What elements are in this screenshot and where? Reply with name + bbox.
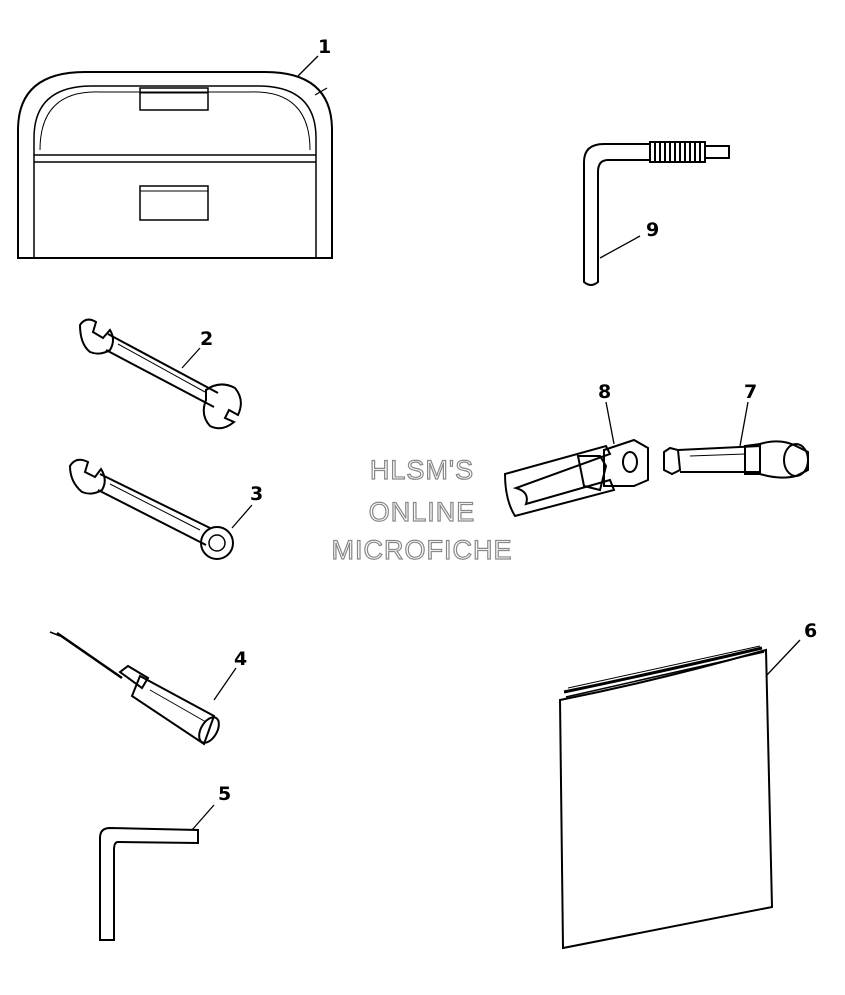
- callout-3: 3: [250, 483, 263, 505]
- callout-3-leader: [231, 504, 253, 529]
- callout-6-leader: [765, 639, 801, 677]
- watermark-line-3: MICROFICHE: [331, 534, 513, 565]
- callout-9: 9: [646, 219, 659, 241]
- callout-4-leader: [213, 667, 237, 701]
- watermark-line-2: ONLINE: [368, 496, 476, 527]
- callout-8: 8: [598, 381, 611, 403]
- callout-5: 5: [218, 783, 231, 805]
- part-4-screwdriver: [49, 631, 220, 746]
- callout-7: 7: [744, 381, 757, 403]
- callout-9-leader: [599, 235, 641, 259]
- part-9-l-handle: [583, 141, 730, 286]
- part-2-wrench: [78, 318, 242, 430]
- watermark-line-1: HLSM'S: [369, 454, 475, 485]
- part-7-spark-plug-socket: [663, 440, 809, 479]
- callout-8-leader: [605, 401, 615, 445]
- callout-1: 1: [318, 36, 331, 58]
- callout-4: 4: [234, 648, 247, 670]
- callout-2: 2: [200, 328, 213, 350]
- callout-2-leader: [181, 347, 201, 369]
- part-3-wrench: [68, 458, 234, 560]
- part-8-socket-handle: [503, 438, 649, 518]
- callout-7-leader: [739, 401, 749, 447]
- callout-5-leader: [191, 804, 215, 831]
- part-1-tool-bag: [17, 71, 333, 259]
- callout-1-leader: [297, 55, 319, 77]
- part-5-hex-key: [99, 826, 199, 941]
- callout-6: 6: [804, 620, 817, 642]
- part-6-manual: [558, 645, 774, 950]
